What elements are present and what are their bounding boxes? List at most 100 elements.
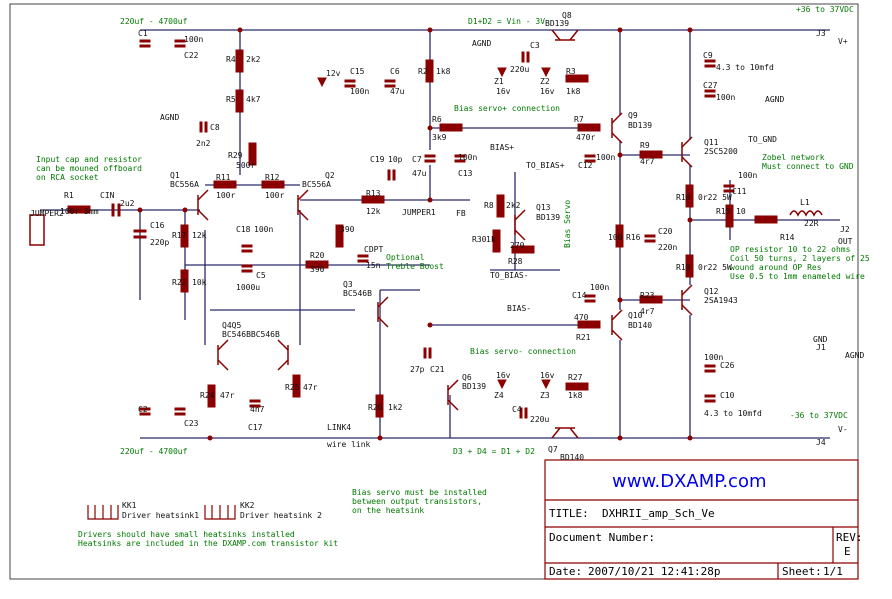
jumper1-label: JUMPER1 xyxy=(402,208,436,217)
c16-value: 220p xyxy=(150,238,169,247)
z1-value: 16v xyxy=(496,87,511,96)
r2-label: R2 xyxy=(418,67,428,76)
c1-label: C1 xyxy=(138,29,148,38)
transistor-q2 xyxy=(297,189,309,221)
r28-label: R28 xyxy=(508,257,523,266)
r30-value: 1k xyxy=(486,235,496,244)
rev-label: REV: xyxy=(836,531,863,544)
net-labels: JUMPER2 JUMPER1 FB CDPT BIAS+ BIAS- TO_B… xyxy=(30,37,864,520)
transistor-q7 xyxy=(551,427,579,439)
annotations: 220uf - 4700uf 220uf - 4700uf +36 to 37V… xyxy=(36,5,870,548)
r19-label: R19 xyxy=(676,263,691,272)
resistor-r6 xyxy=(439,123,463,132)
kk2-desc: Driver heatsink 2 xyxy=(240,511,322,520)
cin-value: 2u2 xyxy=(120,199,135,208)
r25-label: R25 xyxy=(285,383,300,392)
resistor-r13 xyxy=(361,195,385,204)
resistor-r3 xyxy=(565,74,589,83)
r22-label: R22 xyxy=(172,278,187,287)
resistor-r14 xyxy=(754,215,778,224)
c10-label: C10 xyxy=(720,391,735,400)
r15-value: 10 xyxy=(736,207,746,216)
q12-value: 2SA1943 xyxy=(704,296,738,305)
q12-label: Q12 xyxy=(704,287,719,296)
transistor-q13 xyxy=(514,209,526,241)
bias-plus-label: BIAS+ xyxy=(490,143,514,152)
j2-label: J2 xyxy=(840,225,850,234)
resistor-r19 xyxy=(685,254,694,278)
c19-label: C19 xyxy=(370,155,385,164)
zobel-note-2: Must connect to GND xyxy=(762,162,854,171)
resistor-r8 xyxy=(496,194,505,218)
resistor-r28 xyxy=(511,245,535,254)
resistor-r17 xyxy=(180,224,189,248)
c6-label: C6 xyxy=(390,67,400,76)
r9-label: R9 xyxy=(640,141,650,150)
c23-label: C23 xyxy=(184,419,199,428)
r5-value: 4k7 xyxy=(246,95,261,104)
transistor-q8 xyxy=(551,29,579,41)
r16-value: 100 xyxy=(608,233,623,242)
z4-value: 16v xyxy=(496,371,511,380)
heatsink-kk2 xyxy=(204,505,236,520)
site-url[interactable]: www.DXAMP.com xyxy=(612,471,767,492)
z4-label: Z4 xyxy=(494,391,504,400)
r23-label: R23 xyxy=(640,291,655,300)
c15-value: 100n xyxy=(350,87,369,96)
transistor-q4 xyxy=(217,339,229,371)
date-label: Date: xyxy=(549,565,582,578)
kk1-desc: Driver heatsink1 xyxy=(122,511,199,520)
r9-value: 4r7 xyxy=(640,157,655,166)
transistor-q12 xyxy=(681,284,693,316)
c6-value: 47u xyxy=(390,87,405,96)
r2-value: 1k8 xyxy=(436,67,451,76)
r7-value: 470r xyxy=(576,133,595,142)
cin-label: CIN xyxy=(100,191,115,200)
q1-label: Q1 xyxy=(170,171,180,180)
cdpt-value: 15n xyxy=(366,261,381,270)
r19-value: 0r22 5W xyxy=(698,263,732,272)
r1-label: R1 xyxy=(64,191,74,200)
q4q5-label: Q4Q5 xyxy=(222,321,241,330)
vminus-note: -36 to 37VDC xyxy=(790,411,848,420)
q11-label: Q11 xyxy=(704,138,719,147)
vplus-note: +36 to 37VDC xyxy=(796,5,854,14)
junction-dots xyxy=(137,27,693,441)
wire-link-label: wire link xyxy=(327,440,371,449)
gnd-label: GND xyxy=(813,335,828,344)
q8-label: Q8 xyxy=(562,11,572,20)
r26b-label: R26 xyxy=(368,403,383,412)
resistor-r30 xyxy=(492,229,501,253)
sheet-label: Sheet: xyxy=(782,565,822,578)
r4-value: 2k2 xyxy=(246,55,261,64)
bias-servo-note: Bias Servo xyxy=(563,200,572,248)
to-gnd-label: TO_GND xyxy=(748,135,777,144)
r23-value: 4r7 xyxy=(640,307,655,316)
c8-label: C8 xyxy=(210,123,220,132)
r17-value: 12k xyxy=(192,231,207,240)
q7-value: BD140 xyxy=(560,453,584,462)
heatsink-note-1: Bias servo must be installed xyxy=(352,488,487,497)
q8-value: BD139 xyxy=(545,19,569,28)
resistor-r26b xyxy=(375,394,384,418)
r21-label: R21 xyxy=(576,333,591,342)
c15-label: C15 xyxy=(350,67,365,76)
c11-label: C11 xyxy=(732,187,747,196)
heatsink-note-3: on the heatsink xyxy=(352,506,424,515)
bias-minus-label: BIAS- xyxy=(507,304,531,313)
resistor-r20 xyxy=(305,260,329,269)
resistor-r23 xyxy=(639,295,663,304)
r20-label: R20 xyxy=(310,251,325,260)
date-value: 2007/10/21 12:41:28p xyxy=(588,565,720,578)
transistor-q1 xyxy=(197,189,209,221)
c21-value: 27p xyxy=(410,365,425,374)
resistor-r10 xyxy=(685,184,694,208)
z1-label: Z1 xyxy=(494,77,504,86)
heatsinks xyxy=(87,505,236,520)
q9-value: BD139 xyxy=(628,121,652,130)
coil-l1 xyxy=(789,210,823,217)
to-bias-plus-label: TO_BIAS+ xyxy=(526,161,565,170)
transistor-q3 xyxy=(377,296,389,328)
q7-label: Q7 xyxy=(548,445,558,454)
c13-label: C13 xyxy=(458,169,473,178)
